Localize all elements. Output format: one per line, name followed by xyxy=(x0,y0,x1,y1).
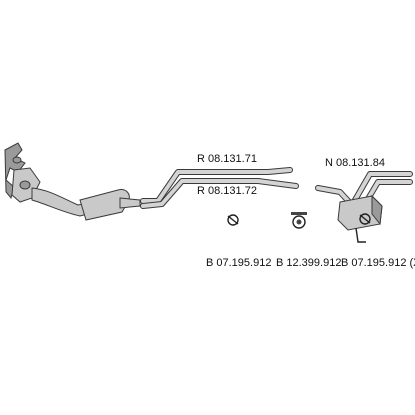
label-pipe-lower: R 08.131.72 xyxy=(197,185,257,197)
label-pipe-upper: R 08.131.71 xyxy=(197,153,257,165)
pipe-upper-r08-131-71 xyxy=(140,167,293,204)
front-catalytic-converter-assembly xyxy=(4,142,141,221)
clamp-left-icon xyxy=(227,214,239,226)
pipe-lower-r08-131-72 xyxy=(140,178,299,209)
label-clamp-right: B 07.195.912 (X2) xyxy=(341,257,415,269)
label-rear-silencer: N 08.131.84 xyxy=(325,157,385,169)
label-mount-center: B 12.399.912 xyxy=(276,257,341,269)
label-clamp-left: B 07.195.912 xyxy=(206,257,271,269)
clamp-right-icon xyxy=(359,213,371,225)
mount-center-icon xyxy=(291,212,307,229)
rear-silencer-assembly xyxy=(315,171,413,243)
